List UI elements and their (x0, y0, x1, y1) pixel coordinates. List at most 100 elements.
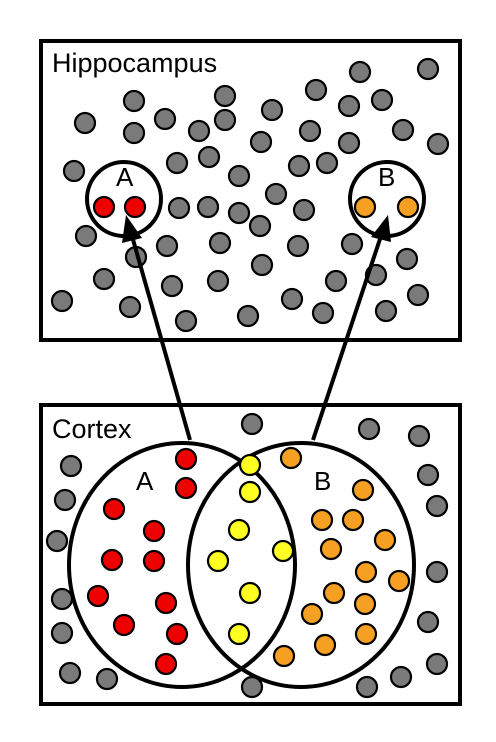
neuron-dot (59, 454, 83, 478)
neuron-dot (315, 151, 339, 175)
overlap-dot (238, 581, 262, 605)
neuron-dot (407, 424, 431, 448)
engram-b-dot (279, 446, 303, 470)
neuron-dot (153, 107, 177, 131)
neuron-dot (264, 182, 288, 206)
hippocampus-title: Hippocampus (52, 48, 217, 78)
hippocampus-engram-neurons (92, 195, 420, 219)
engram-a-dot (92, 195, 116, 219)
arrow-a (130, 235, 192, 441)
engram-b-dot (354, 560, 378, 584)
engram-b-dot (373, 528, 397, 552)
engram-b-dot (354, 622, 378, 646)
neuron-dot (298, 119, 322, 143)
engram-a-dot (86, 584, 110, 608)
engram-b-dot (319, 537, 343, 561)
neuron-dot (355, 675, 379, 699)
hippocampus-label-b: B (378, 162, 395, 192)
engram-b-dot (351, 478, 375, 502)
overlap-dot (238, 453, 262, 477)
neuron-dot (50, 289, 74, 313)
neuron-dot (304, 78, 328, 102)
neuron-dot (425, 652, 449, 676)
neuron-dot (118, 295, 142, 319)
neuron-dot (227, 164, 251, 188)
neuron-dot (292, 198, 316, 222)
engram-b-dot (322, 581, 346, 605)
engram-b-dot (300, 602, 324, 626)
neuron-dot (160, 274, 184, 298)
overlap-dot (227, 622, 251, 646)
engram-a-dot (154, 652, 178, 676)
neuron-dot (196, 195, 220, 219)
neuron-dot (73, 111, 97, 135)
neuron-dot (206, 269, 230, 293)
engram-a-dot (100, 548, 124, 572)
arrows (122, 215, 391, 441)
cortex-engram-a (67, 441, 297, 689)
neuron-dot (95, 667, 119, 691)
engram-a-dot (142, 549, 166, 573)
cortex-label-a: A (136, 466, 154, 496)
hippocampus-label-a: A (116, 162, 134, 192)
overlap-dot (206, 549, 230, 573)
neuron-dot (248, 214, 272, 238)
neuron-dot (240, 412, 264, 436)
engram-a-dot (142, 519, 166, 543)
engram-b-dot (396, 195, 420, 219)
engram-b-dot (353, 195, 377, 219)
engram-a-dot (154, 591, 178, 615)
neuron-dot (236, 304, 260, 328)
neuron-dot (416, 463, 440, 487)
arrow-a-head (122, 215, 142, 243)
cortex-label-b: B (314, 466, 331, 496)
neuron-dot (425, 560, 449, 584)
arrow-b (311, 235, 383, 441)
cortex-title: Cortex (52, 414, 132, 444)
neuron-dot (122, 89, 146, 113)
overlap-dot (271, 539, 295, 563)
neuron-dot (167, 196, 191, 220)
neuron-dot (426, 132, 450, 156)
neuron-dot (425, 494, 449, 518)
neuron-dot (374, 299, 398, 323)
neuron-dot (155, 234, 179, 258)
engram-a-dot (112, 613, 136, 637)
neuron-dot (213, 84, 237, 108)
cortex-panel: Cortex A B (39, 403, 462, 706)
neuron-dot (406, 283, 430, 307)
neuron-dot (122, 121, 146, 145)
engram-a-dot (174, 476, 198, 500)
engram-a-dot (123, 195, 147, 219)
neuron-dot (174, 309, 198, 333)
neuron-dot (53, 488, 77, 512)
overlap-dot (227, 518, 251, 542)
neuron-dot (58, 661, 82, 685)
neuron-dot (62, 159, 86, 183)
cortex-neurons (45, 412, 449, 699)
neuron-dot (45, 529, 69, 553)
hippocampus-box (39, 39, 462, 342)
engram-b-dot (341, 508, 365, 532)
engram-a-dot (102, 497, 126, 521)
neuron-dot (348, 60, 372, 84)
engram-b-dot (353, 592, 377, 616)
neuron-dot (165, 151, 189, 175)
neuron-dot (260, 98, 284, 122)
neuron-dot (249, 130, 273, 154)
neuron-dot (287, 154, 311, 178)
neuron-dot (416, 610, 440, 634)
engram-b-dot (387, 569, 411, 593)
neuron-dot (250, 253, 274, 277)
neuron-dot (324, 269, 348, 293)
hippocampus-neurons (50, 57, 450, 333)
neuron-dot (50, 621, 74, 645)
neuron-dot (337, 94, 361, 118)
cortex-engram-neurons (86, 446, 411, 676)
neuron-dot (337, 131, 361, 155)
neuron-dot (391, 118, 415, 142)
neuron-dot (197, 145, 221, 169)
neuron-dot (50, 587, 74, 611)
neuron-dot (280, 287, 304, 311)
